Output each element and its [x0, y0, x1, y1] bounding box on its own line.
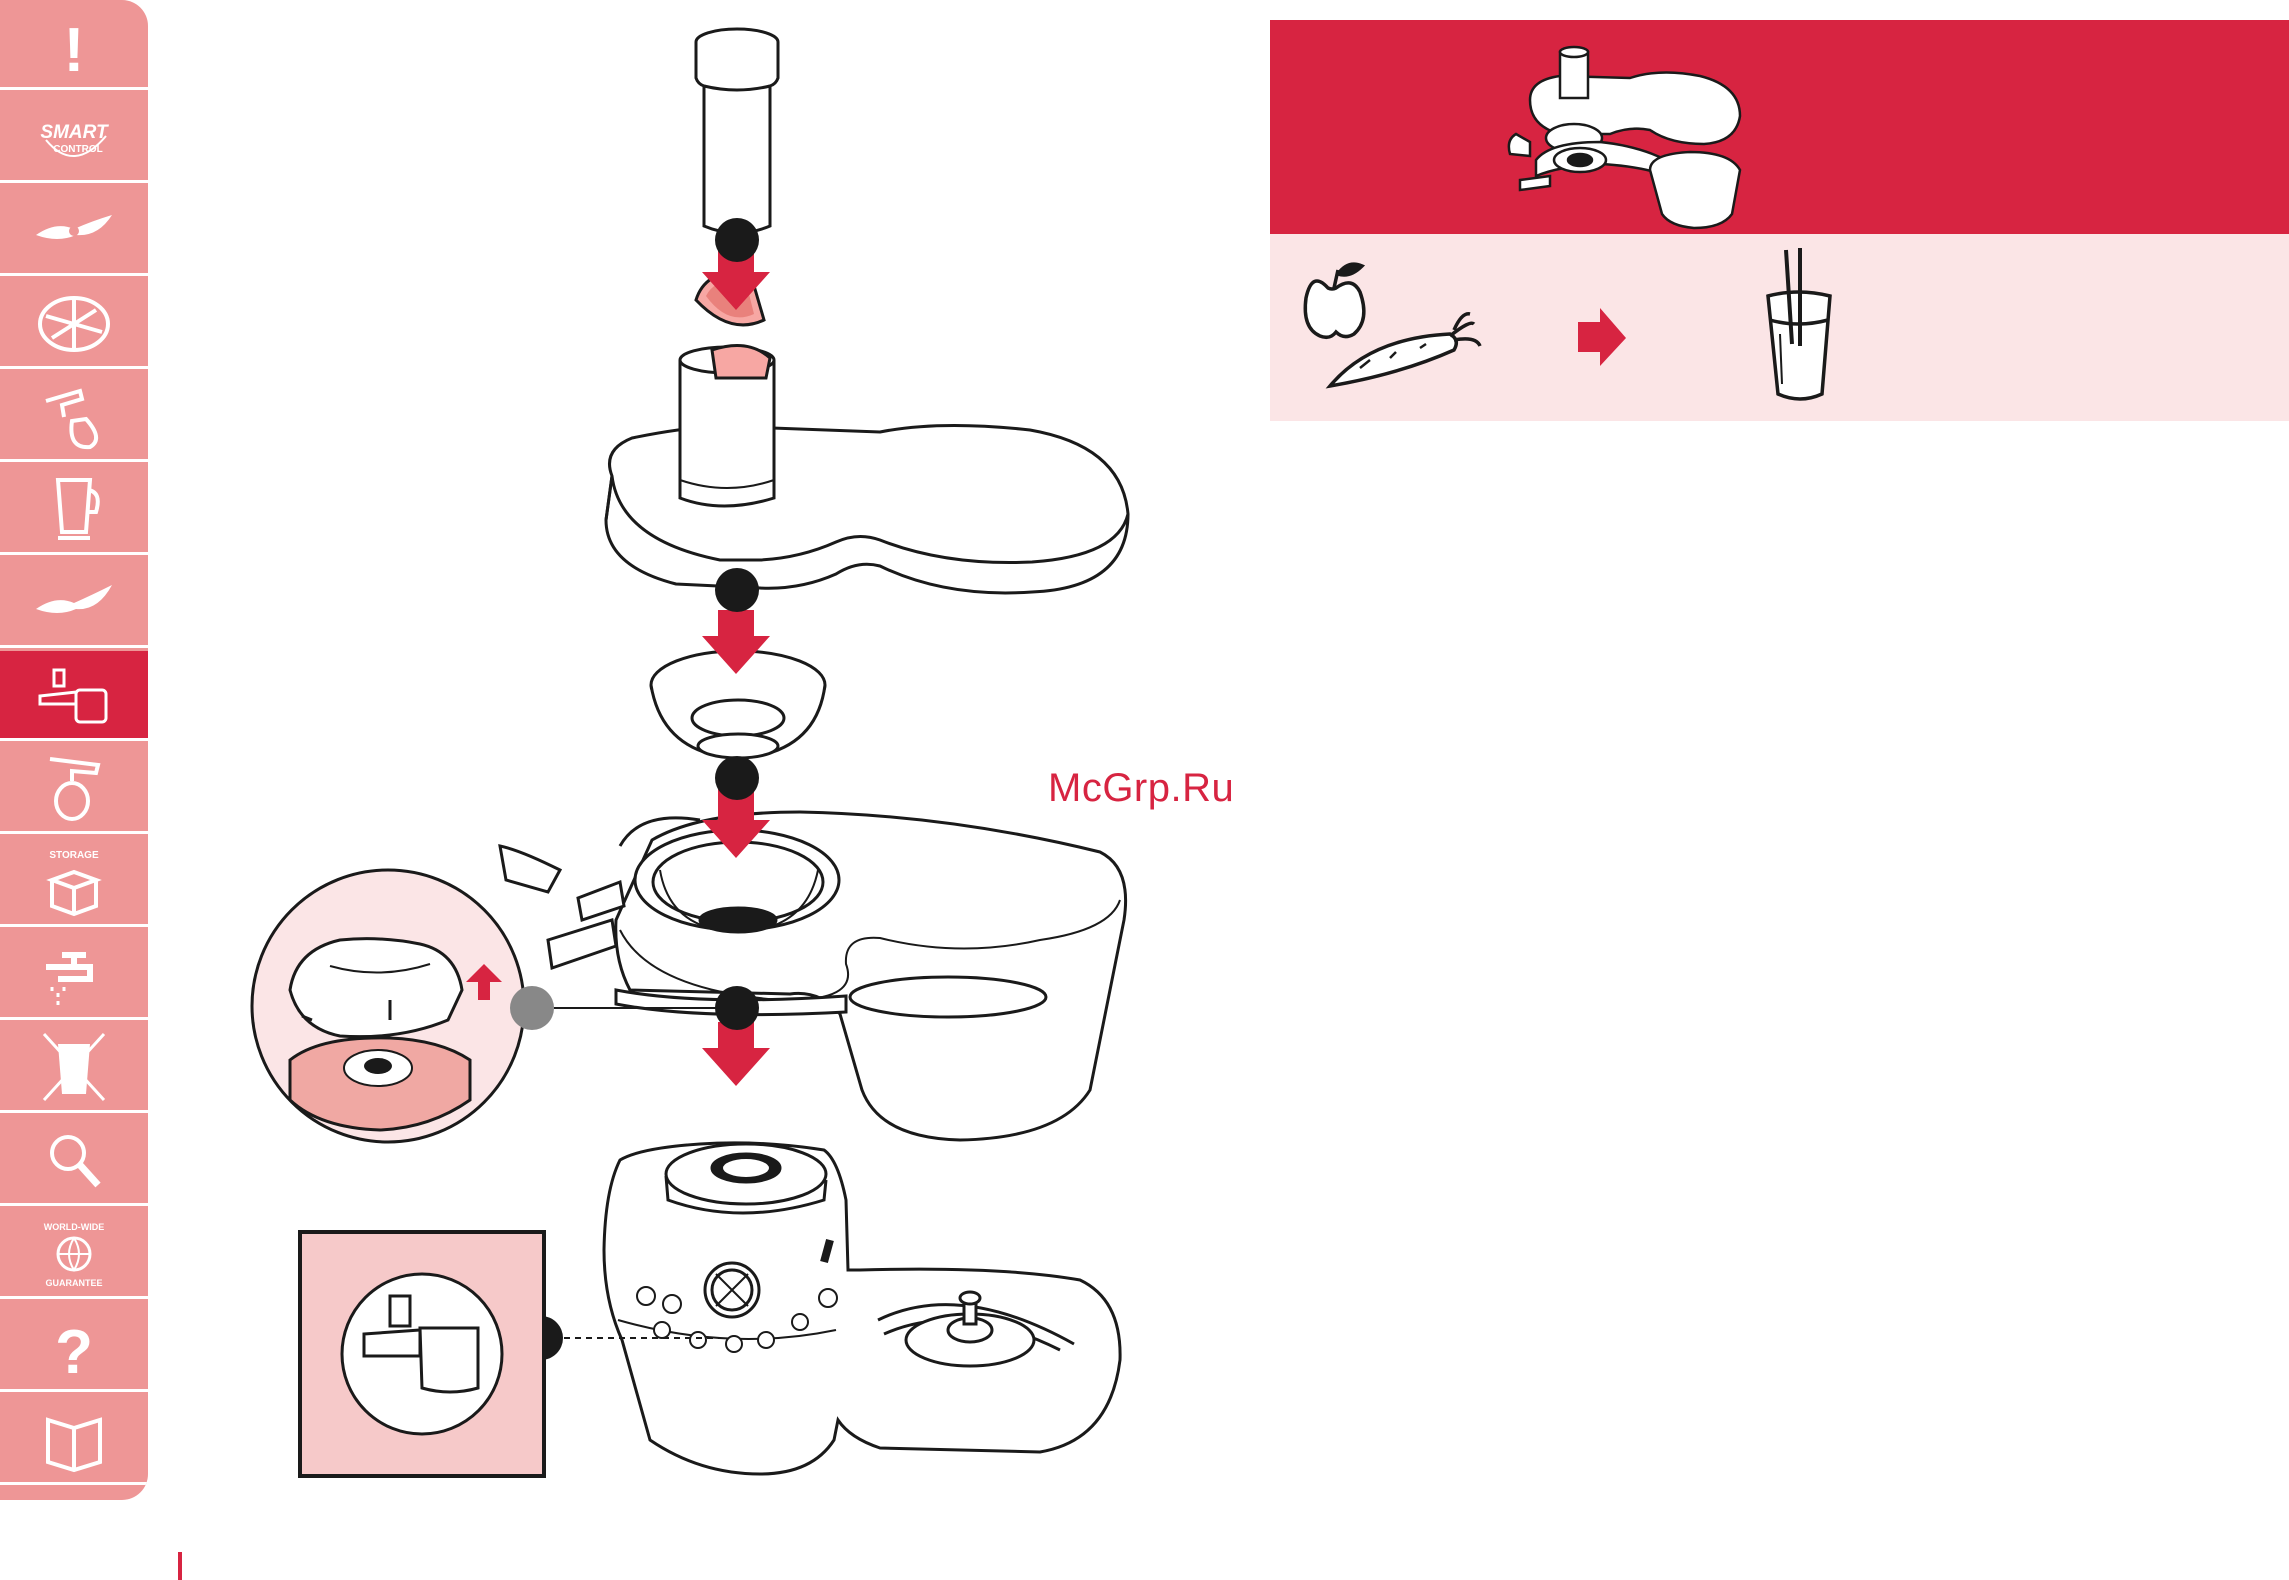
page-marker: [178, 1552, 182, 1580]
juicer-assembly-illustration: [0, 0, 1270, 1500]
arrow-right-icon: [1578, 308, 1626, 366]
food-pusher: [696, 29, 778, 233]
juicer-lid: [606, 347, 1128, 593]
juice-glass-icon: [1768, 248, 1830, 399]
motor-base: [604, 1143, 1120, 1474]
section-banner: [1270, 20, 2289, 234]
fruit-vegetable-icon: [1305, 264, 1480, 386]
juicer-bowl: [500, 812, 1126, 1140]
info-strip: [1270, 234, 2289, 421]
watermark-text: McGrp.Ru: [1048, 766, 1234, 811]
juicer-attachment-icon: [1490, 30, 1790, 230]
